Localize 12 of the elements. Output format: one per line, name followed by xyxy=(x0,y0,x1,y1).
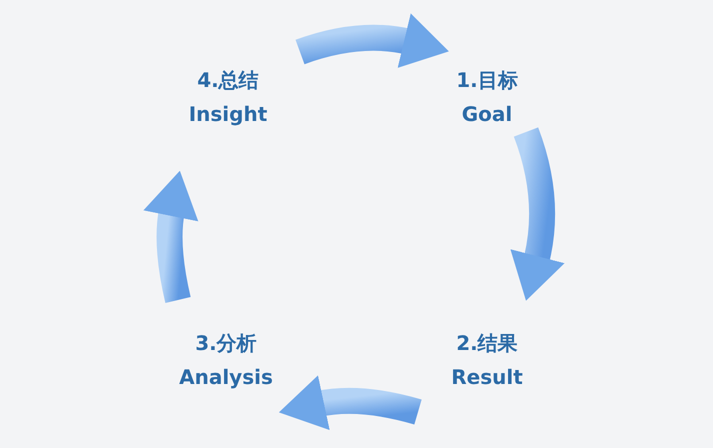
step-title: 4.总结 xyxy=(197,67,259,94)
curved-arrow xyxy=(296,13,450,68)
step-name: Result xyxy=(451,364,523,391)
step-title: 1.目标 xyxy=(456,67,518,94)
step-title: 3.分析 xyxy=(195,330,257,357)
curved-arrow xyxy=(278,375,422,430)
curved-arrow xyxy=(143,170,199,303)
step-name: Goal xyxy=(462,101,512,128)
step-name: Insight xyxy=(188,101,268,128)
curved-arrow xyxy=(510,128,565,301)
step-title: 2.结果 xyxy=(456,330,518,357)
step-name: Analysis xyxy=(179,364,273,391)
